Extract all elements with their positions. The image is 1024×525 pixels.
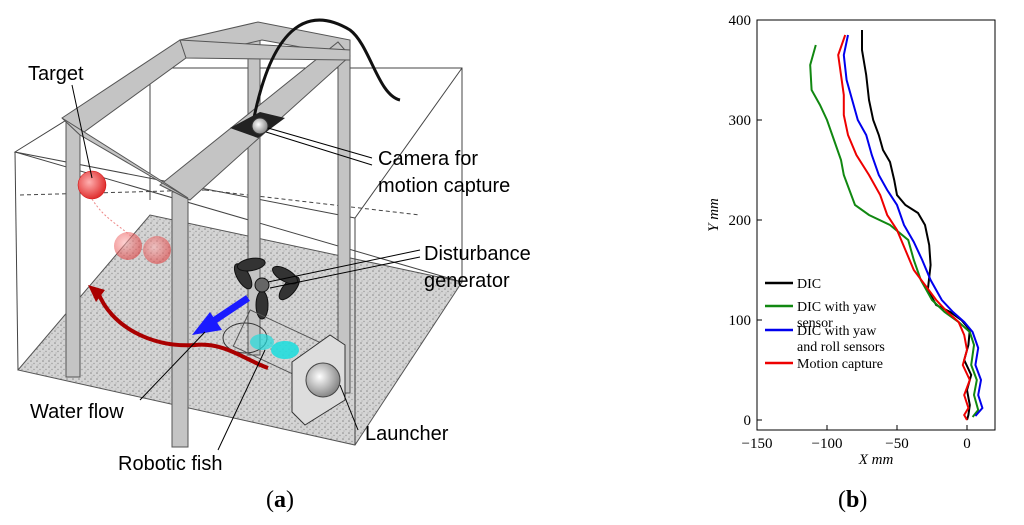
water-flow-arrow [192,295,250,335]
label-launcher: Launcher [365,423,449,445]
label-disturbance-line1: Disturbance [424,243,531,265]
fish-path [96,291,269,370]
series-line-1 [809,44,980,418]
x-tick-label: −100 [812,436,843,452]
x-tick-label: −50 [885,436,908,452]
target-balls [77,170,171,264]
series-line-0 [861,30,973,421]
label-robotic-fish: Robotic fish [118,453,223,475]
caption-a: (a) [266,487,294,513]
legend-label-2: and roll sensors [797,340,885,355]
label-water-flow: Water flow [30,401,124,423]
experimental-setup-diagram: Target Camera for motion capture Disturb… [13,18,531,475]
y-tick-label: 0 [744,413,752,429]
label-disturbance-line2: generator [424,270,510,292]
legend-label-3: Motion capture [797,357,883,372]
legend-label-1: sensor [797,316,833,331]
launcher [291,334,346,426]
trajectory-chart: −150 −100 −50 0 0 100 200 300 400 X mm Y mm DIC DIC … [706,13,996,468]
caption-b: (b) [838,487,868,513]
series-line-2 [842,34,984,417]
label-target: Target [28,63,84,85]
x-axis-label: X mm [858,452,894,468]
label-camera-line1: Camera for [378,148,478,170]
legend-label-2: DIC with yaw [797,324,877,339]
series-line-3 [837,34,971,421]
legend-label-0: DIC [797,277,821,292]
x-tick-label: 0 [963,436,971,452]
motion-capture-camera [230,112,285,138]
y-axis-label: Y mm [706,198,722,232]
robotic-fish [222,309,324,381]
y-tick-label: 300 [729,113,752,129]
disturbance-generator [233,257,300,320]
y-tick-label: 200 [729,213,752,229]
label-camera-line2: motion capture [378,175,510,197]
x-tick-label: −150 [742,436,773,452]
y-tick-label: 100 [729,313,752,329]
plot-frame [756,19,996,431]
y-tick-label: 400 [729,13,752,29]
legend-label-1: DIC with yaw [797,300,877,315]
